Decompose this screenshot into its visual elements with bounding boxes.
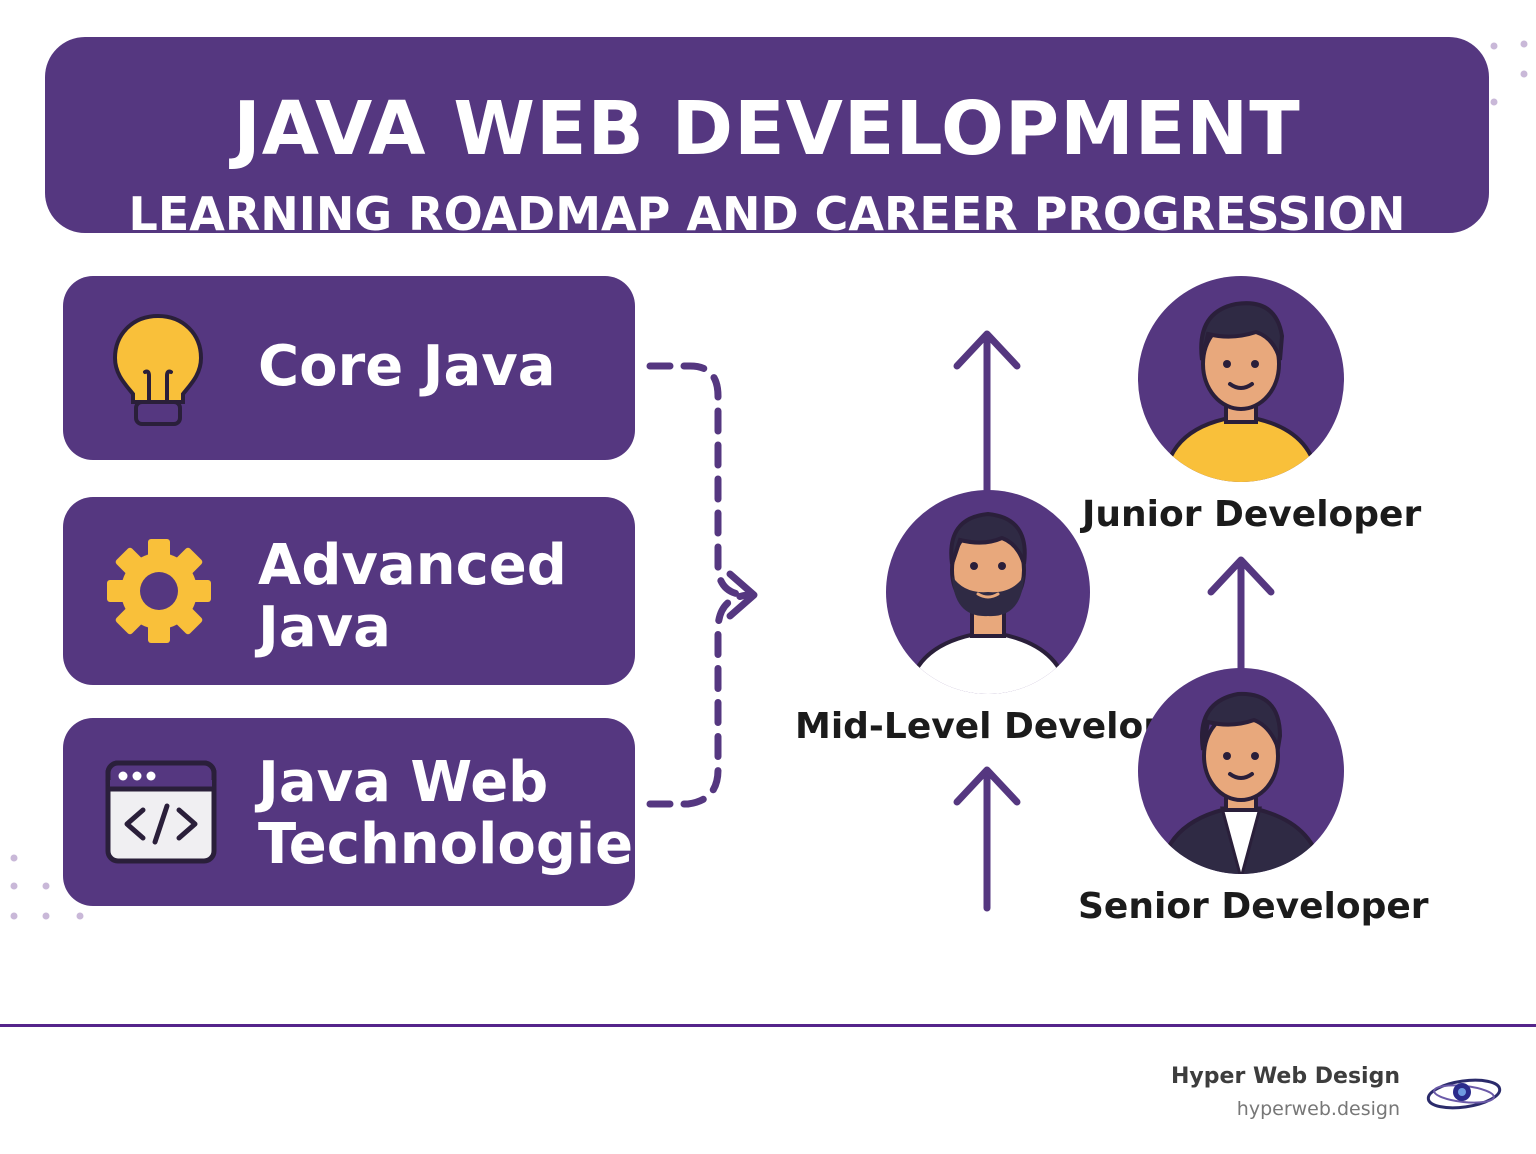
arrow-mid-up-head: [953, 330, 1021, 370]
stage-label-line2: Technologies: [258, 812, 667, 877]
lightbulb-icon: [112, 313, 204, 426]
dashed-connector-bottom: [646, 591, 752, 808]
brand-url[interactable]: hyperweb.design: [1236, 1098, 1400, 1120]
mid-level-developer-label: Mid-Level Developer: [795, 706, 1212, 747]
junior-developer-label: Junior Developer: [1082, 494, 1422, 535]
stage-label-line1: Java Web: [258, 750, 549, 815]
brand-logo-icon: [1426, 1078, 1502, 1110]
stage-core-java: Core Java: [63, 276, 635, 460]
decorative-dots-left: [10, 854, 84, 920]
gear-icon: [107, 539, 211, 643]
code-window-icon: [105, 760, 217, 864]
stage-label-line2: Java: [258, 595, 391, 660]
stage-label: Core Java: [258, 334, 556, 399]
senior-developer-avatar: [1138, 668, 1344, 874]
senior-developer-label: Senior Developer: [1078, 886, 1429, 927]
footer-divider: [0, 1024, 1536, 1027]
brand-name: Hyper Web Design: [1171, 1064, 1400, 1089]
stage-label-line1: Advanced: [258, 533, 567, 598]
merge-arrowhead: [726, 570, 758, 620]
header-banner: JAVA WEB DEVELOPMENT LEARNING ROADMAP AN…: [45, 37, 1489, 241]
arrow-right-up-head: [1207, 556, 1275, 596]
decorative-dots-right: [1490, 40, 1528, 106]
stage-advanced-java: Advanced Java: [63, 497, 635, 685]
stage-java-web-technologies: Java Web Technologies: [63, 718, 666, 906]
page-subtitle: LEARNING ROADMAP AND CAREER PROGRESSION: [128, 187, 1406, 241]
mid-level-developer-avatar: [886, 490, 1090, 694]
page-title: JAVA WEB DEVELOPMENT: [233, 86, 1301, 172]
junior-developer-avatar: [1138, 276, 1344, 482]
dashed-connector-top: [646, 362, 752, 599]
arrow-bottom-up-head: [953, 766, 1021, 806]
